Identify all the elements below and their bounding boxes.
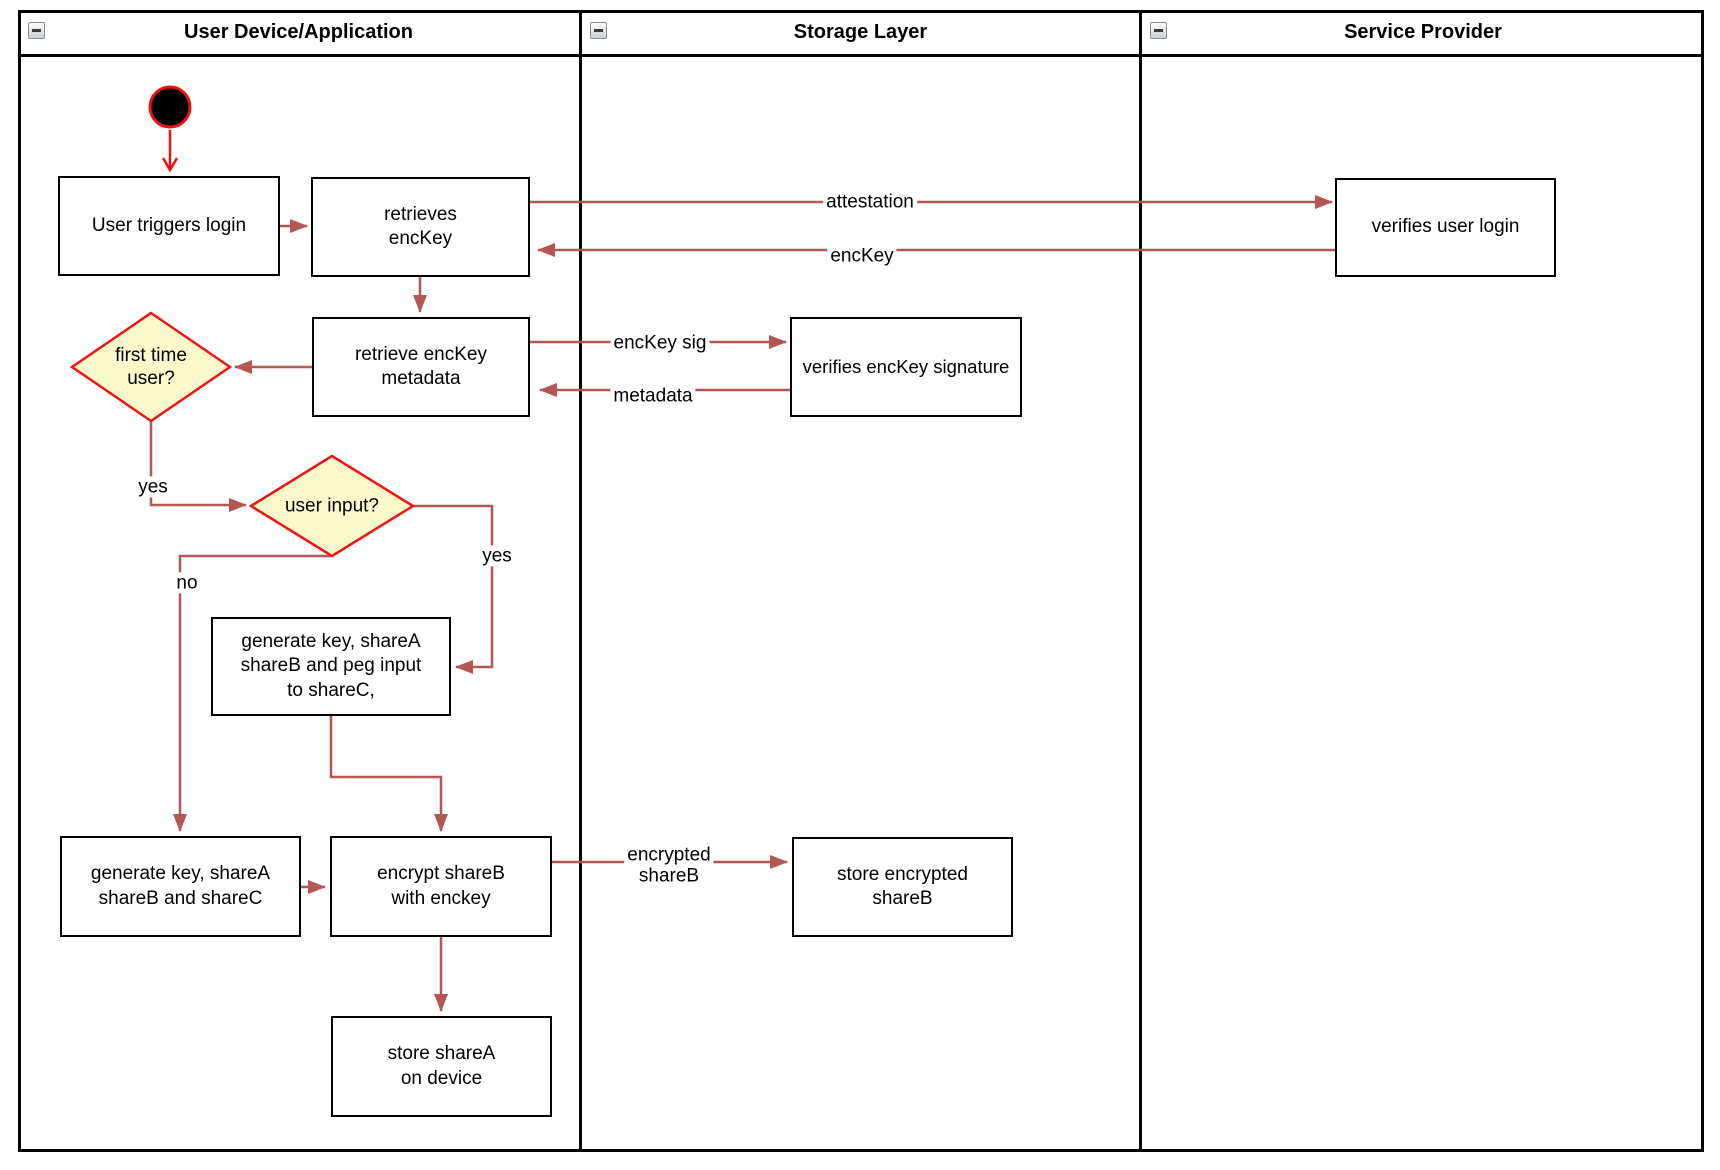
lane-title-text: Service Provider [1344,20,1502,43]
lane-divider-1 [579,10,582,1152]
edge-label-encrypted-shareb: encrypted shareB [624,844,714,888]
edge-label-yes-user-input: yes [479,545,515,567]
lane-divider-2 [1139,10,1142,1152]
edge-firsttime-yes [149,421,247,512]
collapse-lane-icon[interactable] [1150,22,1167,39]
node-generate-key-sharec[interactable]: generate key, shareA shareB and shareC [60,836,301,937]
node-store-encrypted-shareb[interactable]: store encrypted shareB [792,837,1013,937]
edge-label-no-user-input: no [173,572,201,594]
edge-label-yes-first-time: yes [135,476,171,498]
edge-label-attestation: attestation [823,191,917,213]
edge-userinput-yes [413,504,494,674]
edge-userinput-no [173,554,332,832]
decision-label-first-time-user: first time user? [115,344,187,389]
lane-title-text: User Device/Application [184,20,413,43]
decision-first-time-user[interactable] [69,311,233,423]
collapse-lane-icon[interactable] [28,22,45,39]
minus-icon [1154,29,1163,32]
diagram-frame [18,10,1704,1152]
node-verifies-user-login[interactable]: verifies user login [1335,178,1556,277]
edge-label-enckey: encKey [827,245,897,267]
node-user-triggers-login[interactable]: User triggers login [58,176,280,276]
header-separator [18,54,1704,57]
edge-label-metadata: metadata [610,385,696,407]
node-verifies-enckey-signature[interactable]: verifies encKey signature [790,317,1022,417]
edge-label-enckey-sig: encKey sig [610,332,710,354]
collapse-lane-icon[interactable] [590,22,607,39]
node-generate-key-peg-input[interactable]: generate key, shareA shareB and peg inpu… [211,617,451,716]
node-retrieve-enckey-metadata[interactable]: retrieve encKey metadata [312,317,530,417]
start-state-node[interactable] [148,85,192,129]
decision-user-input[interactable] [248,454,416,558]
lane-title-storage-layer: Storage Layer [582,10,1139,54]
edge-peginput-to-encrypt [329,716,448,832]
lane-title-user-device: User Device/Application [18,10,579,54]
minus-icon [594,29,603,32]
node-store-sharea[interactable]: store shareA on device [331,1016,552,1117]
lane-title-service-provider: Service Provider [1142,10,1704,54]
decision-label-user-input: user input? [284,495,380,517]
lane-title-text: Storage Layer [793,20,928,43]
minus-icon [32,29,41,32]
node-encrypt-shareb[interactable]: encrypt shareB with enckey [330,836,552,937]
node-retrieves-enckey[interactable]: retrieves encKey [311,177,530,277]
